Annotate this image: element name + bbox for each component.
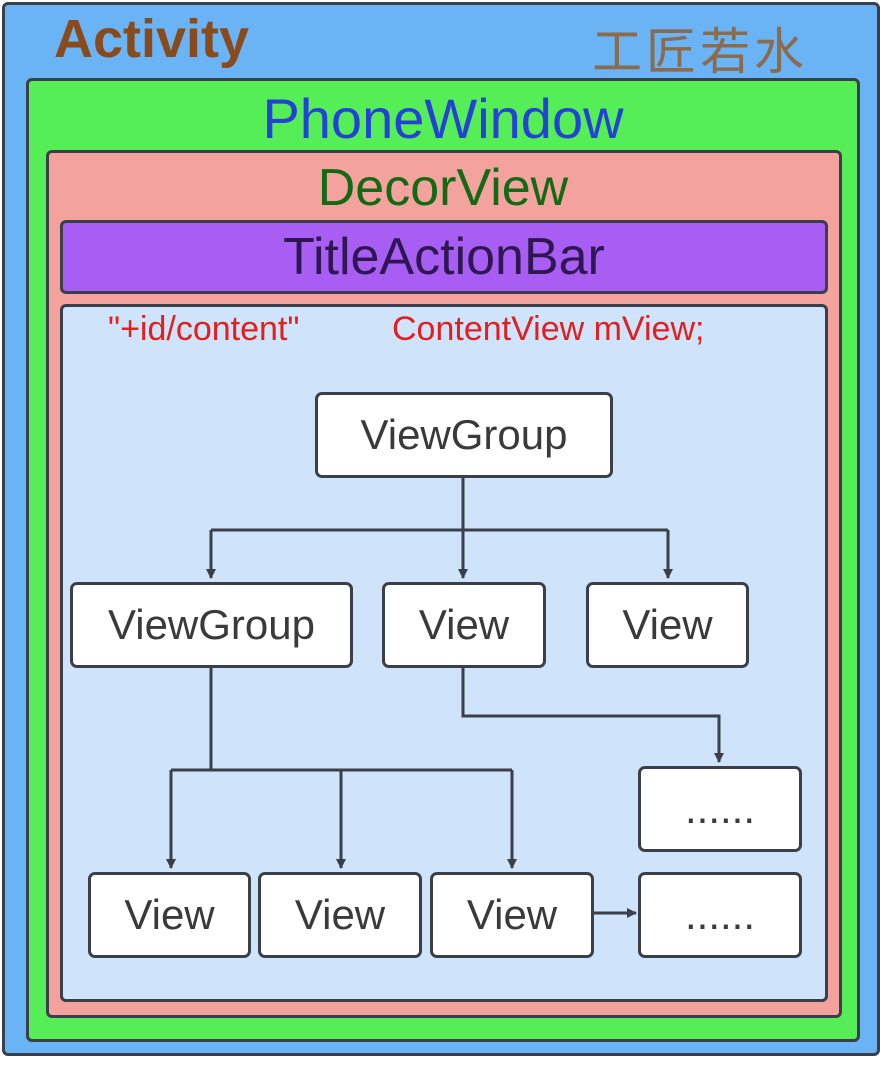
view-leaf-node: View <box>430 872 594 958</box>
decor-view-title: DecorView <box>317 159 569 217</box>
title-action-bar-title: TitleActionBar <box>283 228 605 286</box>
content-view-label: ContentView mView; <box>392 310 705 348</box>
phone-window-title: PhoneWindow <box>262 87 624 150</box>
viewgroup-root-node: ViewGroup <box>315 392 613 478</box>
ellipsis-node: ...... <box>638 766 802 852</box>
title-action-bar <box>60 220 828 294</box>
content-id-label: "+id/content" <box>108 310 300 348</box>
brand-watermark: 工匠若水 <box>592 23 808 81</box>
view-leaf-node: View <box>258 872 422 958</box>
activity-title: Activity <box>54 9 250 69</box>
view-leaf-node: View <box>88 872 251 958</box>
viewgroup-node: ViewGroup <box>70 582 353 668</box>
view-node: View <box>586 582 749 668</box>
arrow-view-to-ellipsis <box>461 666 724 763</box>
view-node: View <box>382 582 546 668</box>
ellipsis-node: ...... <box>638 872 802 958</box>
